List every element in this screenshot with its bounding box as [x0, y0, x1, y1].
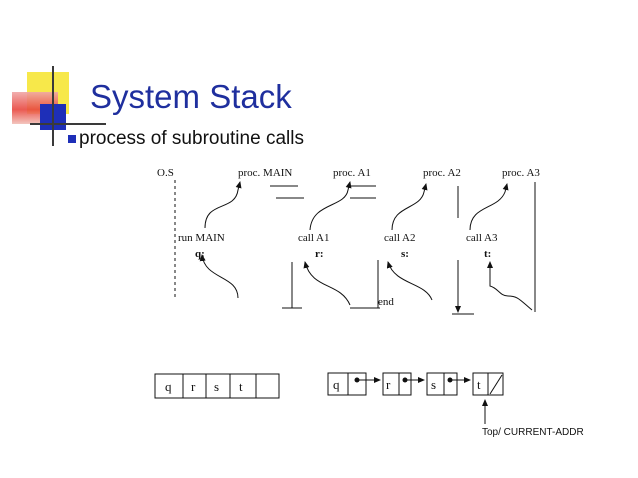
return-arrow-t: [487, 261, 533, 311]
return-arrow-q: [199, 254, 239, 299]
decor-vertical-line: [52, 66, 54, 146]
label-proc-a1: proc. A1: [333, 167, 371, 179]
node-s-label: s: [431, 377, 436, 392]
label-call-a1: call A1: [298, 232, 329, 244]
top-pointer-caption: Top/ CURRENT-ADDR: [482, 427, 584, 438]
label-proc-a2: proc. A2: [423, 167, 461, 179]
linked-stack: q r s t: [327, 372, 504, 424]
label-os: O.S: [157, 167, 174, 179]
label-proc-main: proc. MAIN: [238, 167, 292, 179]
label-proc-a3: proc. A3: [502, 167, 540, 179]
label-t: t:: [484, 248, 491, 260]
call-arrow-a2: [391, 183, 428, 231]
slide-title: System Stack: [90, 78, 292, 115]
array-cell-r: r: [191, 379, 196, 394]
label-call-a2: call A2: [384, 232, 415, 244]
return-arrow-s: [386, 261, 433, 301]
node-t-label: t: [477, 377, 481, 392]
node-r: [382, 372, 412, 396]
node-r-label: r: [386, 377, 391, 392]
array-cell-s: s: [214, 379, 219, 394]
label-call-a3: call A3: [466, 232, 498, 244]
call-arrow-main: [204, 181, 242, 229]
call-arrow-a3: [469, 183, 509, 231]
array-cell-t: t: [239, 379, 243, 394]
bullet-text: process of subroutine calls: [79, 128, 304, 149]
node-q: [327, 372, 367, 396]
call-arrow-a1: [309, 181, 352, 231]
label-run-main: run MAIN: [178, 232, 225, 244]
array-stack: q r s t: [154, 373, 280, 399]
node-q-label: q: [333, 377, 340, 392]
node-s: [426, 372, 458, 396]
array-cell-q: q: [165, 379, 172, 394]
null-pointer-slash: [489, 374, 503, 395]
bullet-marker: [68, 135, 76, 143]
label-q: q:: [195, 248, 205, 260]
array-stack-frame: [154, 373, 280, 399]
label-r: r:: [315, 248, 324, 260]
label-end: end: [378, 296, 394, 308]
return-arrow-r: [303, 261, 351, 306]
label-s: s:: [401, 248, 409, 260]
decor-horizontal-line: [30, 123, 106, 125]
